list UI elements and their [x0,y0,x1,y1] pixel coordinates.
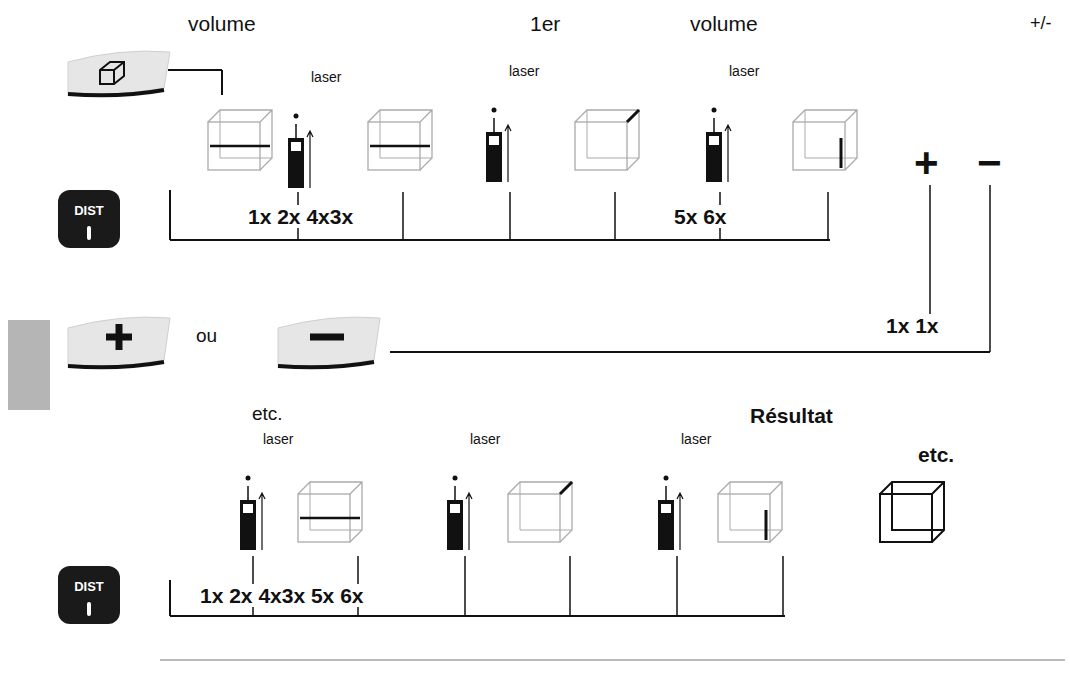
laser-label: laser [729,64,759,79]
leader-line [168,69,222,71]
timeline-line [827,192,829,240]
key-label: DIST [74,203,104,218]
timeline-line [989,185,991,352]
laser-dot [87,602,91,616]
or-label: ou [196,326,217,347]
minus-symbol [310,334,344,341]
key-label: DIST [74,579,104,594]
timeline-line [402,192,404,240]
press-count: 1x 2x 4x3x 5x 6x [198,584,366,607]
step-label: volume [188,12,256,35]
timeline-line [464,556,466,616]
minus-sign: − [977,140,1002,186]
etc-label: etc. [252,404,283,425]
volume-cube [508,482,572,542]
volume-cube [880,482,944,542]
volume-cube [718,482,782,542]
volume-cube [793,110,857,170]
key-edge [68,90,164,95]
timeline-line [169,580,171,616]
timeline-line [170,239,830,241]
key-face [278,317,380,366]
timeline-line [929,185,931,335]
leader-line [221,70,223,95]
dist-key: DIST [58,566,120,624]
key-button [278,317,380,367]
device-icon [288,114,313,189]
laser-label: laser [509,64,539,79]
plus-sign: + [914,140,939,186]
timeline-line [170,615,785,617]
timeline-line [676,556,678,616]
step-label: +/- [1030,14,1052,34]
device-icon [447,476,472,551]
key-edge [68,362,164,367]
device-icon [240,476,265,551]
volume-cube [298,482,362,542]
volume-icon [100,62,124,84]
rule-line [160,660,1065,661]
timeline-line [782,556,784,616]
device-icon [658,476,683,551]
etc-label: etc. [918,443,954,466]
key-edge [278,362,374,367]
dist-key: DIST [58,190,120,248]
timeline-line [509,192,511,240]
press-count: 1x 1x [884,314,941,337]
laser-label: laser [263,432,293,447]
device-icon [706,108,731,183]
timeline-line [614,192,616,240]
result-label: Résultat [750,404,833,427]
plus-symbol [106,324,132,350]
key-face [68,51,170,94]
timeline-line [169,190,171,240]
press-count: 5x 6x [672,205,729,228]
step-label: 1er [530,12,560,35]
laser-label: laser [470,432,500,447]
page-tab [8,320,50,410]
key-button [68,317,170,367]
laser-label: laser [311,70,341,85]
device-icon [486,108,511,183]
press-count: 1x 2x 4x3x [246,205,355,228]
timeline-line [569,556,571,616]
key-button [68,51,170,95]
step-label: volume [690,12,758,35]
laser-dot [87,226,91,240]
timeline-line [390,351,990,353]
volume-cube [368,110,432,170]
key-face [68,317,170,366]
volume-cube [208,110,272,170]
volume-cube [575,110,639,170]
laser-label: laser [681,432,711,447]
